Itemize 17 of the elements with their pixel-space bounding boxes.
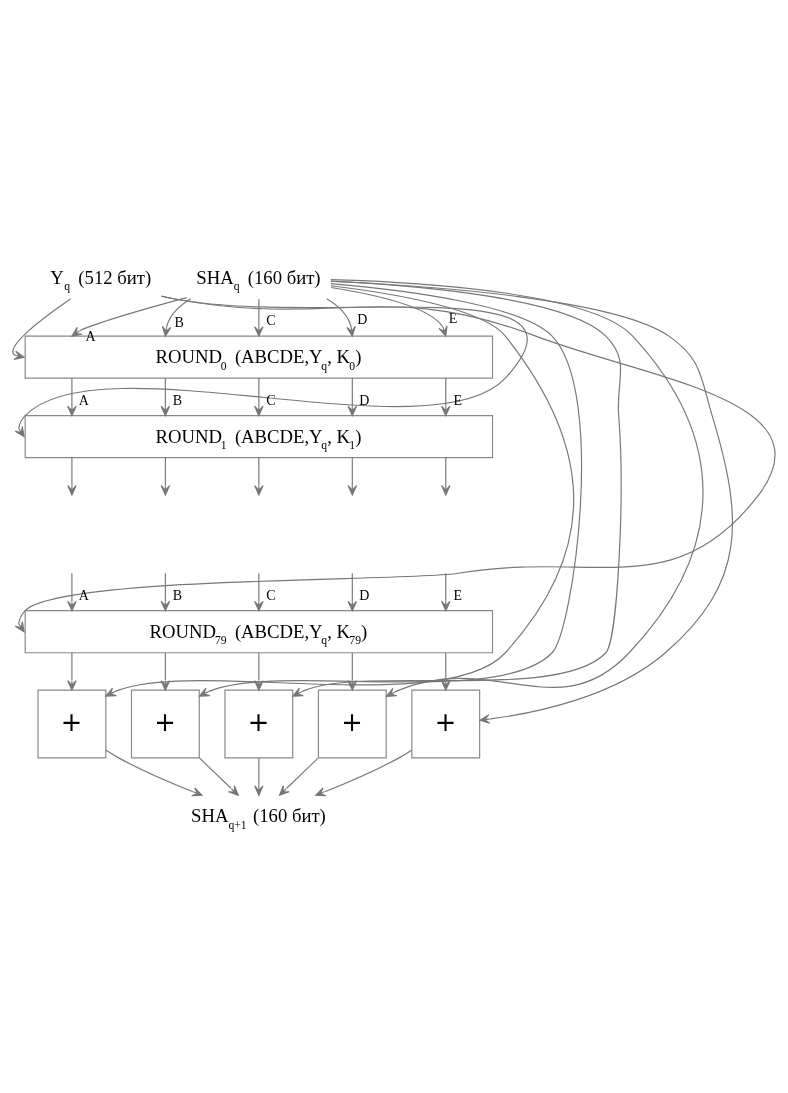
edge-label: D xyxy=(359,587,370,603)
node-text: SHA$_{q}$ (160 бит) xyxy=(196,266,321,293)
edge-label: C xyxy=(266,312,276,328)
edge-label: C xyxy=(266,587,276,603)
node-text: Y$_{q}$ (512 бит) xyxy=(50,266,152,293)
edge-label: D xyxy=(359,392,370,408)
edge-label: B xyxy=(174,314,184,330)
node-text: SHA$_{q+1}$ (160 бит) xyxy=(191,804,326,832)
edge-label: A xyxy=(78,392,89,408)
edge-label: E xyxy=(448,310,458,326)
edge-label: E xyxy=(453,392,463,408)
edge-label: D xyxy=(357,311,368,327)
edge-label: C xyxy=(266,392,276,408)
edge-label: E xyxy=(453,587,463,603)
edge-label: A xyxy=(78,587,89,603)
edge-label: B xyxy=(172,587,183,603)
edge-label: B xyxy=(172,392,183,408)
